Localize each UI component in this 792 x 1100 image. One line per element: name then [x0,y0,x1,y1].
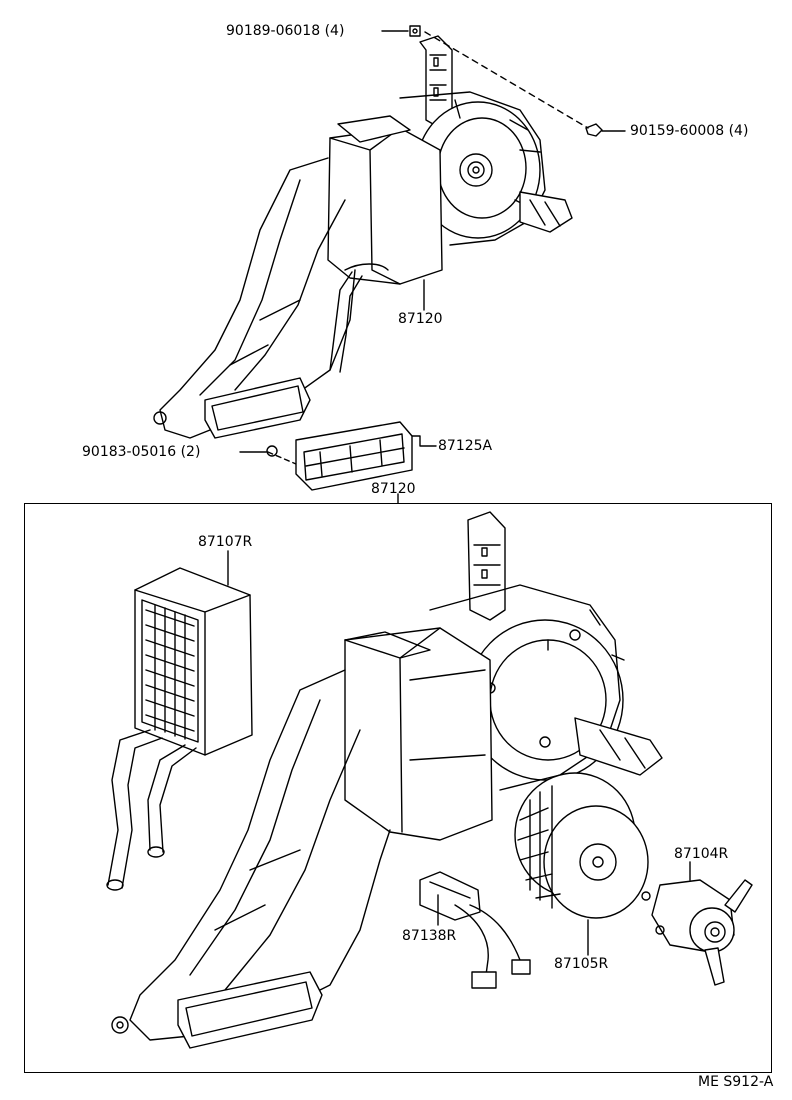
blower-fan-part [515,773,648,955]
framed-exploded-view [107,512,752,1048]
callout-resistor: 87138R [402,928,457,944]
callout-nut-left: 90183-05016 (2) [82,444,201,460]
callout-duct-outlet: 87125A [438,438,493,454]
exploded-view-frame [24,503,772,1073]
callout-motor: 87104R [674,846,729,862]
callout-unit-frame: 87120 [371,481,416,497]
heater-core-part [107,551,252,890]
callout-screw-right: 90159-60008 (4) [630,123,749,139]
blower-motor-part [642,862,752,985]
blower-unit-assembly [112,512,662,1048]
callout-bolt-top: 90189-06018 (4) [226,23,345,39]
blower-resistor-part [420,872,530,988]
top-blower-unit-illustration [154,26,625,503]
drawing-code: ME S912-A [698,1074,774,1090]
duct-outlet-part [296,422,436,490]
callout-fan: 87105R [554,956,609,972]
callout-unit-top: 87120 [398,311,443,327]
callout-heater-core: 87107R [198,534,253,550]
